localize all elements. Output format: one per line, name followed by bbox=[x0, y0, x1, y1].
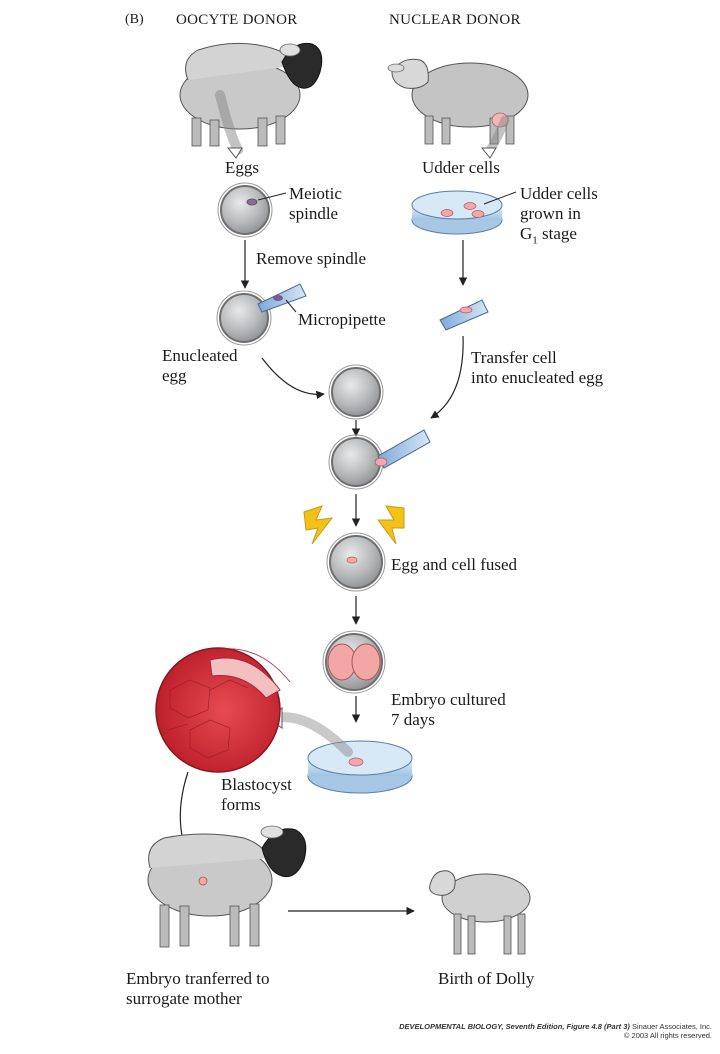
blastocyst-label-2: forms bbox=[221, 795, 261, 814]
eggs-curved-arrow bbox=[215, 90, 243, 155]
micropipette-label: Micropipette bbox=[298, 310, 386, 329]
egg-with-donor-cell bbox=[331, 437, 381, 487]
lightning-right-icon bbox=[377, 505, 405, 545]
meiotic-spindle bbox=[246, 198, 258, 206]
empty-egg bbox=[331, 367, 381, 417]
egg-cell-fused-label: Egg and cell fused bbox=[391, 555, 518, 574]
dolly-lamb bbox=[429, 870, 531, 955]
oocyte-donor-header: OOCYTE DONOR bbox=[176, 12, 298, 28]
udder-cells-label: Udder cells bbox=[422, 158, 500, 177]
udder-grown-label-2: grown in bbox=[520, 204, 581, 223]
enucleated-egg-label-1: Enucleated bbox=[162, 346, 238, 365]
lightning-left-icon bbox=[303, 505, 334, 545]
remove-spindle-label: Remove spindle bbox=[256, 249, 367, 268]
egg-with-spindle bbox=[220, 185, 270, 235]
two-cell-embryo bbox=[322, 630, 386, 694]
nuclear-donor-sheep bbox=[387, 58, 529, 145]
surrogate-mother-sheep bbox=[147, 825, 307, 948]
udder-cell-dish bbox=[411, 190, 503, 235]
udder-grown-label-3: G1 stage bbox=[520, 224, 577, 247]
enucleated-egg bbox=[219, 293, 269, 343]
embryo-cultured-label-1: Embryo cultured bbox=[391, 690, 506, 709]
oocyte-donor-sheep bbox=[179, 42, 323, 147]
copyright: © 2003 All rights reserved. bbox=[623, 1031, 712, 1040]
transfer-pipette bbox=[439, 299, 489, 331]
eggs-label: Eggs bbox=[225, 158, 259, 177]
panel-label: (B) bbox=[125, 12, 144, 27]
birth-of-dolly-label: Birth of Dolly bbox=[438, 969, 535, 988]
embryo-cultured-label-2: 7 days bbox=[391, 710, 435, 729]
publisher: Sinauer Associates, Inc. bbox=[631, 1022, 712, 1031]
nuclear-donor-header: NUCLEAR DONOR bbox=[389, 12, 521, 28]
udder-grown-label-1: Udder cells bbox=[520, 184, 598, 203]
enucleated-egg-label-2: egg bbox=[162, 366, 187, 385]
figure-caption: DEVELOPMENTAL BIOLOGY, Seventh Edition, … bbox=[399, 1022, 630, 1031]
transfer-cell-label-1: Transfer cell bbox=[471, 348, 557, 367]
embryo-transferred-label-2: surrogate mother bbox=[126, 989, 242, 1008]
embryo-transferred-label-1: Embryo tranferred to bbox=[126, 969, 270, 988]
culture-dish bbox=[307, 740, 413, 794]
transfer-cell-label-2: into enucleated egg bbox=[471, 368, 604, 387]
meiotic-spindle-label-2: spindle bbox=[289, 204, 339, 223]
blastocyst bbox=[155, 647, 291, 773]
blastocyst-label-1: Blastocyst bbox=[221, 775, 292, 794]
meiotic-spindle-label-1: Meiotic bbox=[289, 184, 342, 203]
figure-credit: DEVELOPMENTAL BIOLOGY, Seventh Edition, … bbox=[399, 1022, 712, 1040]
